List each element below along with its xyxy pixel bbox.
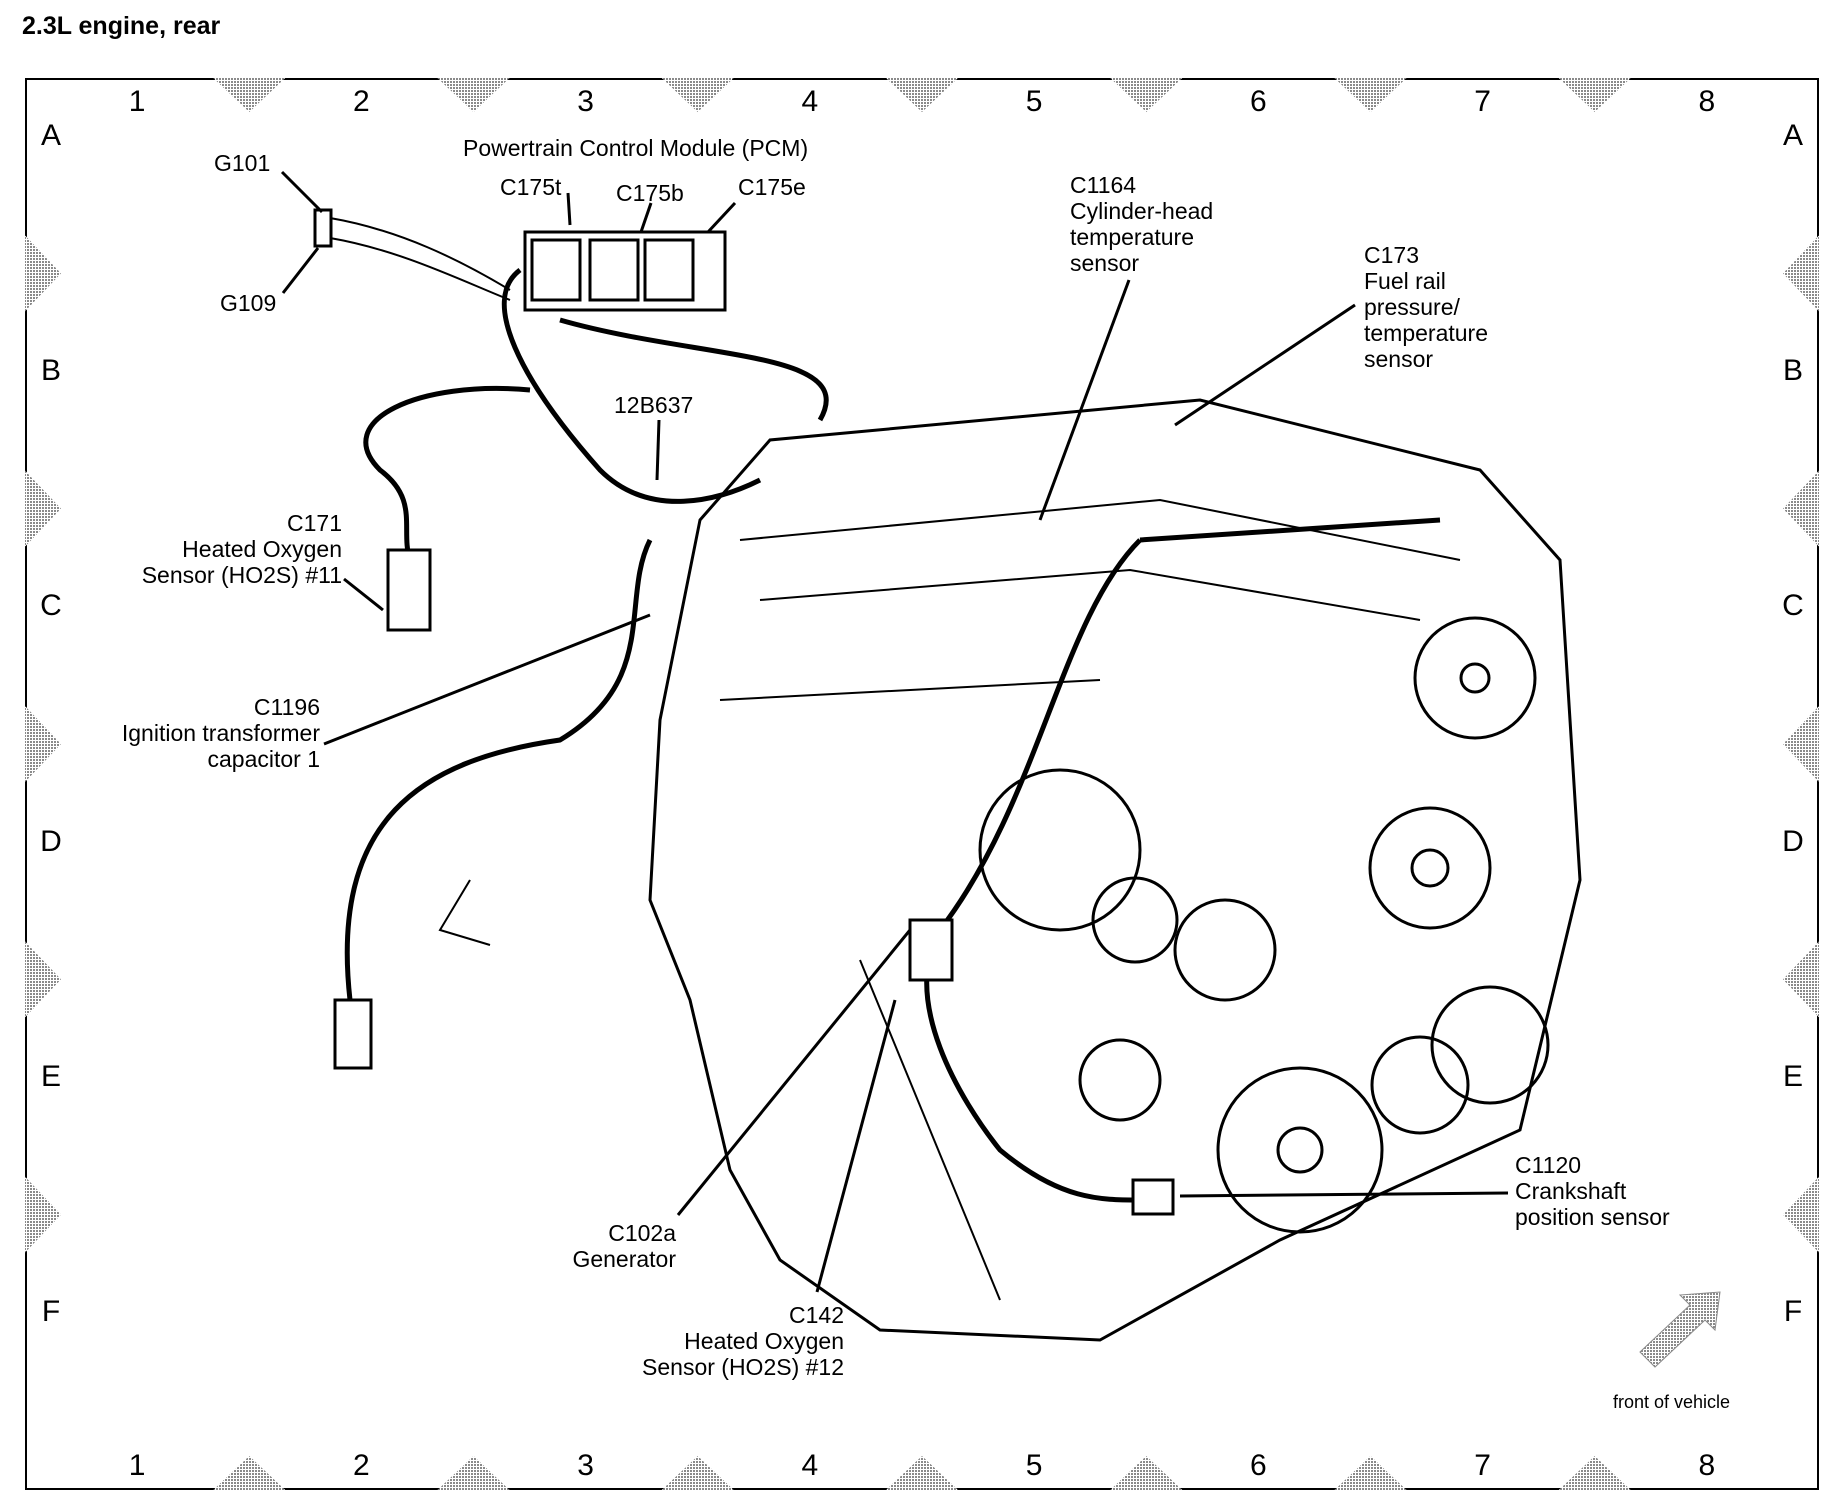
c171-label: C171 Heated Oxygen Sensor (HO2S) #11	[141, 510, 342, 588]
leader-lines	[280, 170, 1509, 1293]
grid-column-label-top: 8	[1698, 85, 1716, 118]
grid-column-label-bottom: 1	[128, 1449, 146, 1482]
column-divider-marker-top	[1334, 78, 1407, 112]
column-divider-marker-top	[437, 78, 510, 112]
pcm-label: Powertrain Control Module (PCM)	[463, 135, 809, 161]
row-divider-marker-left	[25, 470, 61, 547]
row-divider-marker-right	[1783, 941, 1819, 1018]
column-divider-marker-top	[213, 78, 286, 112]
grid-column-label-bottom: 2	[353, 1449, 370, 1482]
g101-label: G101	[214, 150, 271, 176]
row-divider-marker-left	[25, 941, 61, 1018]
c173-label: C173 Fuel rail pressure/ temperature sen…	[1364, 242, 1489, 372]
grid-row-label-right: C	[1782, 589, 1804, 623]
grid-column-label-bottom: 6	[1250, 1449, 1267, 1482]
c1164-label: C1164 Cylinder-head temperature sensor	[1070, 172, 1214, 276]
grid-column-label-bottom: 3	[577, 1449, 594, 1482]
row-divider-marker-left	[25, 706, 61, 782]
grid-row-label-right: A	[1782, 118, 1803, 152]
grid-column-label-bottom: 7	[1474, 1449, 1491, 1482]
grid-row-label-right: F	[1783, 1295, 1803, 1329]
column-divider-marker-bottom	[661, 1456, 734, 1490]
grid-column-label-top: 7	[1474, 85, 1491, 118]
grid-column-label-top: 6	[1250, 85, 1267, 118]
column-divider-marker-bottom	[213, 1456, 286, 1490]
diagram-title: 2.3L engine, rear	[22, 12, 221, 40]
grid-column-label-top: 2	[353, 85, 370, 118]
grid-row-label-left: A	[40, 118, 61, 152]
front-of-vehicle-label: front of vehicle	[1613, 1392, 1731, 1412]
c1196-label: C1196 Ignition transformer capacitor 1	[121, 694, 320, 772]
grid-column-label-top: 1	[128, 85, 146, 118]
grid-column-label-bottom: 5	[1025, 1449, 1043, 1482]
column-divider-marker-bottom	[1110, 1456, 1183, 1490]
connectors	[313, 208, 1175, 1216]
column-divider-marker-bottom	[437, 1456, 510, 1490]
c102a-label: C102a Generator	[572, 1220, 676, 1272]
grid-column-label-top: 3	[577, 85, 594, 118]
grid-row-label-right: B	[1782, 354, 1803, 387]
grid-row-label-right: D	[1782, 824, 1804, 858]
c175b-label: C175b	[616, 180, 684, 206]
row-divider-marker-right	[1783, 1176, 1819, 1253]
row-divider-marker-left	[25, 235, 61, 312]
column-divider-marker-top	[661, 78, 734, 112]
column-divider-marker-top	[1110, 78, 1183, 112]
column-divider-marker-top	[1558, 78, 1631, 112]
c175e-label: C175e	[738, 174, 806, 200]
engine-block	[648, 398, 1582, 1342]
ground-wires	[329, 217, 511, 946]
grid-row-label-left: F	[41, 1295, 61, 1329]
column-divider-marker-bottom	[886, 1456, 958, 1490]
grid-column-label-top: 5	[1025, 85, 1043, 118]
grid-row-label-left: D	[40, 824, 62, 858]
column-divider-marker-bottom	[1558, 1456, 1631, 1490]
grid-row-label-left: E	[40, 1060, 61, 1093]
pulleys	[978, 616, 1550, 1234]
grid-column-label-top: 4	[801, 85, 819, 118]
grid-row-label-left: B	[40, 354, 61, 387]
wiring-harness	[344, 268, 1441, 1203]
row-divider-marker-right	[1783, 470, 1819, 547]
g109-label: G109	[220, 290, 277, 316]
c1120-label: C1120 Crankshaft position sensor	[1515, 1152, 1670, 1230]
grid-row-label-right: E	[1782, 1060, 1803, 1093]
arrow-up-right-icon	[1639, 1291, 1721, 1368]
12b637-label: 12B637	[614, 392, 694, 418]
column-divider-marker-bottom	[1334, 1456, 1407, 1490]
grid-markers	[25, 78, 1819, 1490]
grid-column-label-bottom: 4	[801, 1449, 819, 1482]
c142-label: C142 Heated Oxygen Sensor (HO2S) #12	[642, 1302, 844, 1380]
row-divider-marker-right	[1783, 235, 1819, 312]
grid-row-label-left: C	[40, 589, 62, 623]
grid-column-label-bottom: 8	[1698, 1449, 1716, 1482]
column-divider-marker-top	[886, 78, 958, 112]
row-divider-marker-right	[1783, 706, 1819, 782]
row-divider-marker-left	[25, 1176, 61, 1253]
c175t-label: C175t	[500, 174, 562, 200]
